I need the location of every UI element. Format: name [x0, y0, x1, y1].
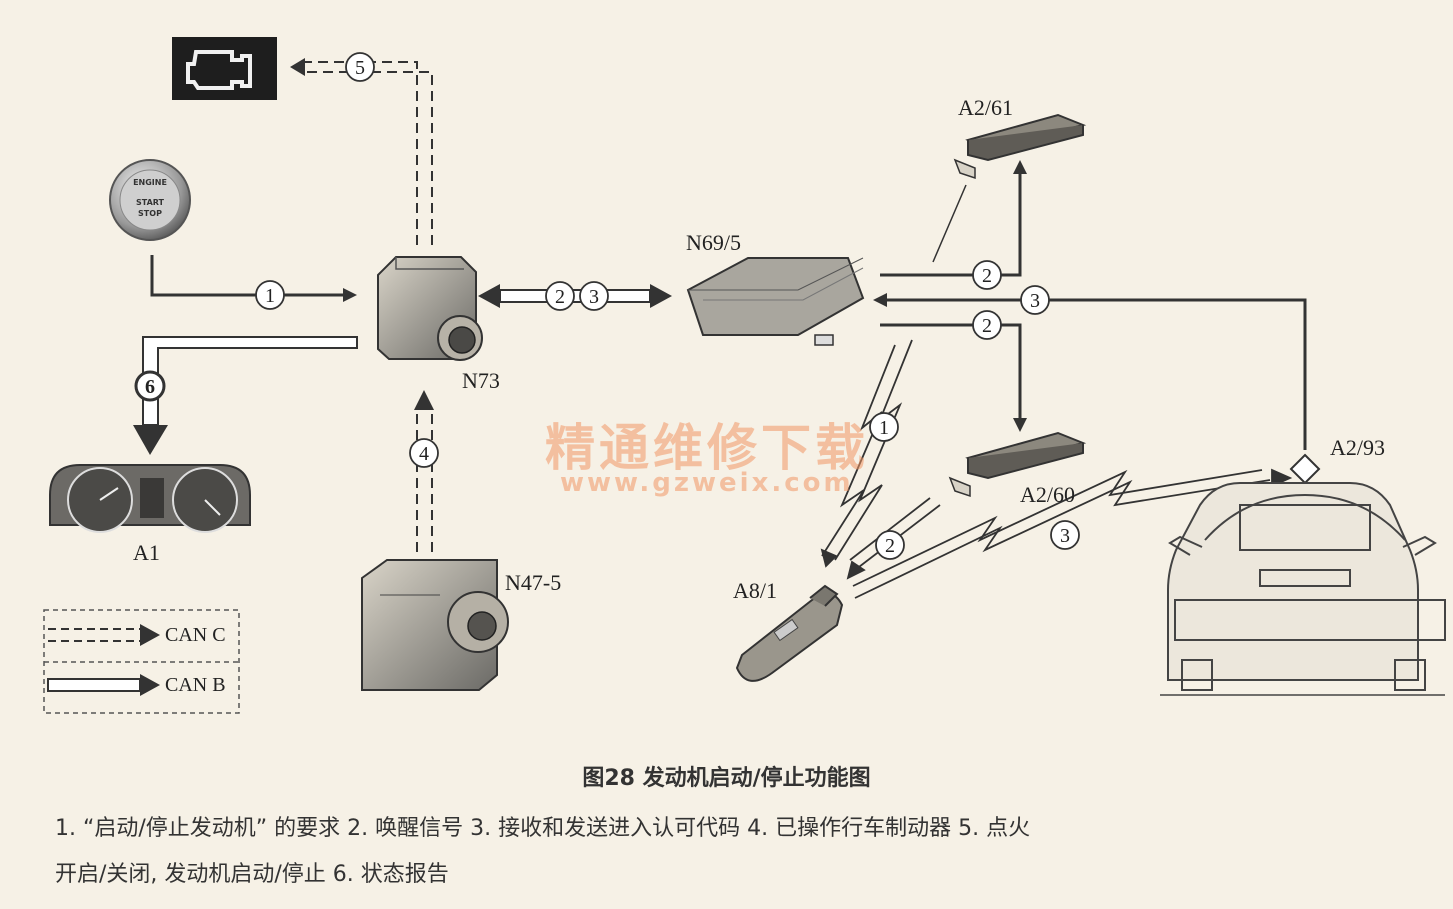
step-marker-text: 5	[355, 57, 365, 79]
step-marker-1: 1	[869, 412, 899, 442]
can-b-line-6	[133, 336, 358, 455]
step-marker-5: 5	[345, 52, 375, 82]
a2-61-antenna	[953, 113, 1087, 180]
watermark-title: 精通维修下载	[545, 419, 869, 477]
step-marker-3: 3	[1050, 520, 1080, 550]
n73-module	[377, 256, 483, 361]
step-marker-text: 2	[982, 265, 992, 287]
step-marker-text: 4	[419, 443, 429, 465]
step-marker-6: 6	[134, 370, 166, 402]
figure-caption-title: 图28 发动机启动/停止功能图	[582, 766, 871, 791]
line-3-from-a2-93	[873, 293, 1307, 450]
car-rear-view	[1160, 482, 1446, 696]
step-marker-text: 2	[555, 286, 565, 308]
step-markers: 1 2 3 5 4 6 2 3 2 1 2 3	[134, 52, 1080, 560]
button-text-stop: STOP	[138, 209, 162, 218]
a2-93-sensor	[1289, 453, 1321, 485]
step-marker-text: 2	[885, 535, 895, 557]
a8-1-key	[735, 584, 844, 682]
n69-5-module	[686, 257, 865, 346]
step-marker-2: 2	[972, 260, 1002, 290]
wireless-signal-n69-to-key	[820, 339, 913, 568]
can-c-line-5	[290, 58, 433, 245]
line-1	[150, 255, 357, 302]
legend-can-c-label: CAN C	[165, 624, 226, 646]
figure-caption-line-2: 开启/关闭, 发动机启动/停止 6. 状态报告	[55, 862, 449, 887]
label-n69-5: N69/5	[686, 230, 741, 255]
can-b-line-2-3	[478, 284, 672, 308]
step-marker-2: 2	[972, 310, 1002, 340]
figure-caption-line-1: 1. “启动/停止发动机” 的要求 2. 唤醒信号 3. 接收和发送进入认可代码…	[55, 816, 1031, 841]
step-marker-3: 3	[579, 281, 609, 311]
label-a1: A1	[133, 540, 160, 565]
a2-60-antenna	[948, 431, 1087, 498]
label-a2-61: A2/61	[958, 95, 1013, 120]
step-marker-text: 6	[145, 376, 155, 398]
legend-can-b-line	[47, 678, 141, 692]
step-marker-text: 1	[879, 417, 889, 439]
label-n47-5: N47-5	[505, 570, 562, 595]
line-2-to-a2-60	[880, 323, 1027, 432]
legend-can-b-label: CAN B	[165, 674, 226, 696]
can-c-line-4	[414, 390, 434, 552]
step-marker-text: 3	[1030, 290, 1040, 312]
engine-warning-lamp	[172, 37, 277, 100]
line-2-to-a2-61	[880, 160, 1027, 277]
step-marker-text: 3	[589, 286, 599, 308]
n47-5-brake-module	[361, 559, 509, 691]
label-a2-93: A2/93	[1330, 435, 1385, 460]
label-n73: N73	[462, 368, 500, 393]
step-marker-2: 2	[545, 281, 575, 311]
engine-start-stop-button: ENGINE START STOP	[109, 159, 191, 241]
label-a8-1: A8/1	[733, 578, 777, 603]
step-marker-4: 4	[409, 438, 439, 468]
button-text-start: START	[136, 198, 165, 207]
watermark-url: www.gzweix.com	[560, 468, 854, 498]
a1-instrument-cluster	[49, 464, 251, 533]
step-marker-1: 1	[255, 280, 285, 310]
step-marker-text: 2	[982, 315, 992, 337]
button-text-engine: ENGINE	[133, 178, 167, 187]
step-marker-text: 3	[1060, 525, 1070, 547]
legend-box	[43, 609, 240, 714]
label-a2-60: A2/60	[1020, 482, 1075, 507]
step-marker-text: 1	[265, 285, 275, 307]
step-marker-3: 3	[1020, 285, 1050, 315]
engine-icon	[186, 50, 252, 90]
step-marker-2: 2	[875, 530, 905, 560]
